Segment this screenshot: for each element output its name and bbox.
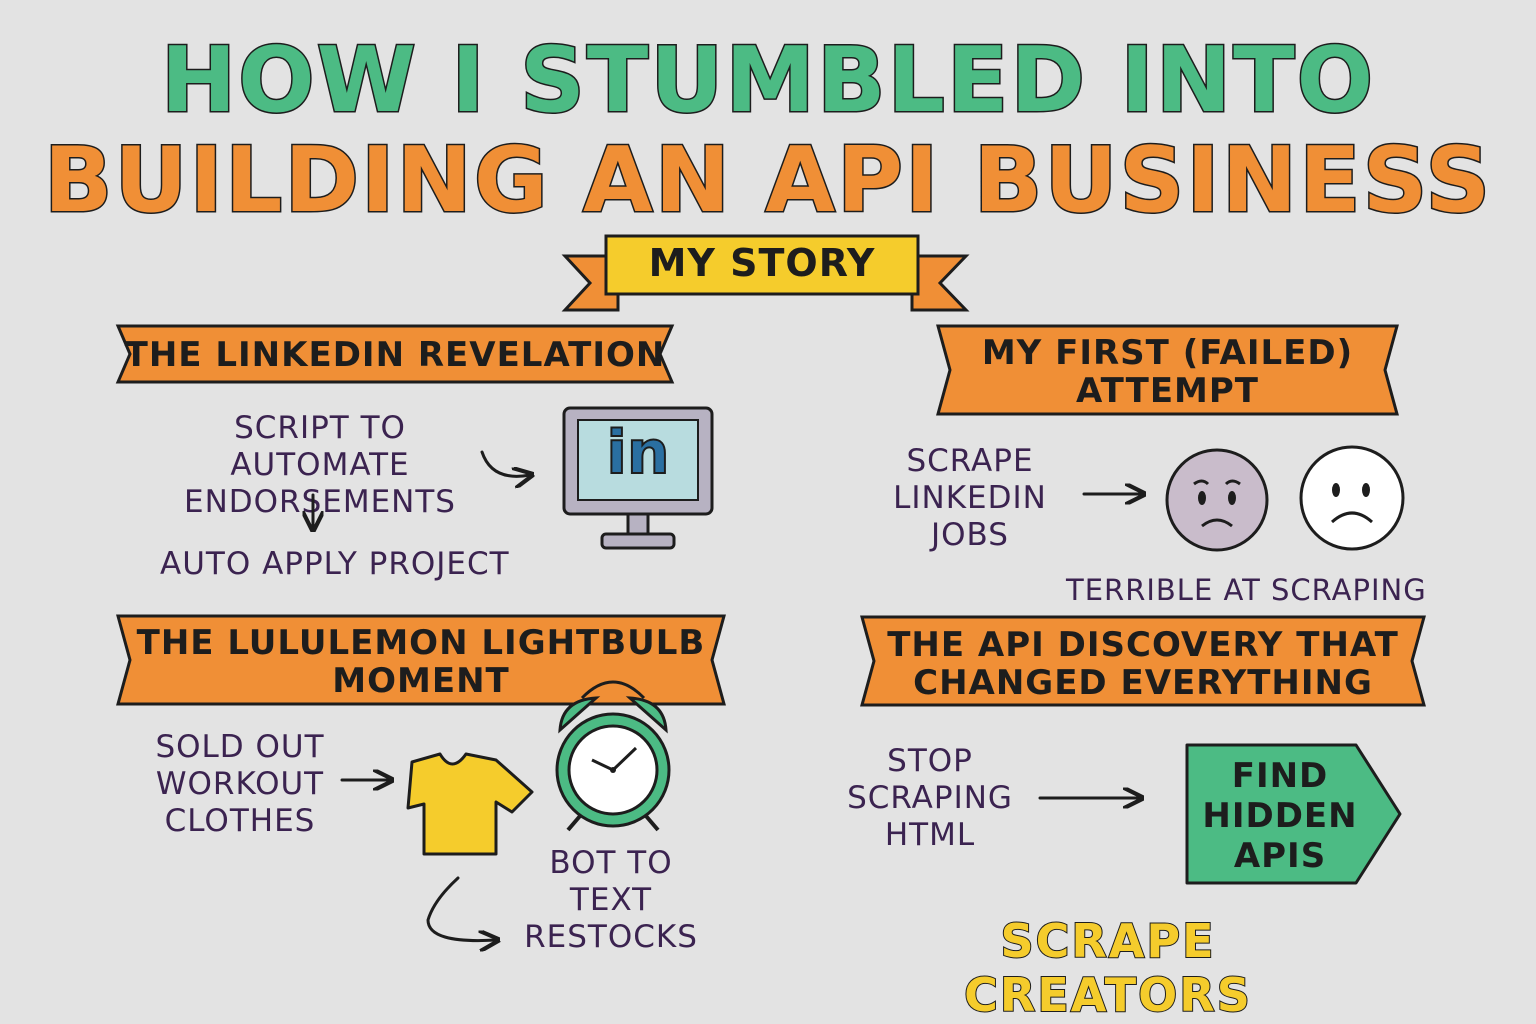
yellow-shirt-icon [406,752,534,856]
title-line-1: HOW I STUMBLED INTO [159,27,1376,135]
api-heading-line-1: THE API DISCOVERY THAT [887,625,1399,665]
scrape-linkedin-text: SCRAPE LINKEDIN JOBS [893,443,1047,553]
brand-scrape-creators: SCRAPE CREATORS [963,913,1252,1023]
arrow-shirt-to-bot [426,876,496,941]
my-story-label: MY STORY [648,241,876,285]
find-apis-sign [1185,743,1402,885]
sad-face-white-icon [1299,445,1405,551]
lululemon-heading-line-2: MOMENT [332,661,510,701]
arrow-script-to-monitor [480,450,530,476]
find-apis-text: FIND HIDDEN APIS [1202,756,1358,876]
auto-apply-text: AUTO APPLY PROJECT [160,546,510,582]
linkedin-logo-text: in [605,417,670,489]
linkedin-monitor-icon [562,406,714,550]
linkedin-heading: THE LINKEDIN REVELATION [124,335,666,375]
lululemon-heading-line-1: THE LULULEMON LIGHTBULB [136,623,706,663]
sold-out-text: SOLD OUT WORKOUT CLOTHES [155,729,325,839]
sad-face-purple-icon [1165,448,1269,552]
failed-heading-line-2: ATTEMPT [1075,371,1259,411]
terrible-scraping-caption: TERRIBLE AT SCRAPING [1066,573,1427,607]
bot-restocks-text: BOT TO TEXT RESTOCKS [524,845,698,955]
title-line-2: BUILDING AN API BUSINESS [42,127,1493,235]
alarm-clock-icon [555,680,671,832]
api-heading-line-2: CHANGED EVERYTHING [913,663,1373,703]
stop-scraping-text: STOP SCRAPING HTML [847,743,1013,853]
failed-heading-line-1: MY FIRST (FAILED) [981,333,1354,373]
